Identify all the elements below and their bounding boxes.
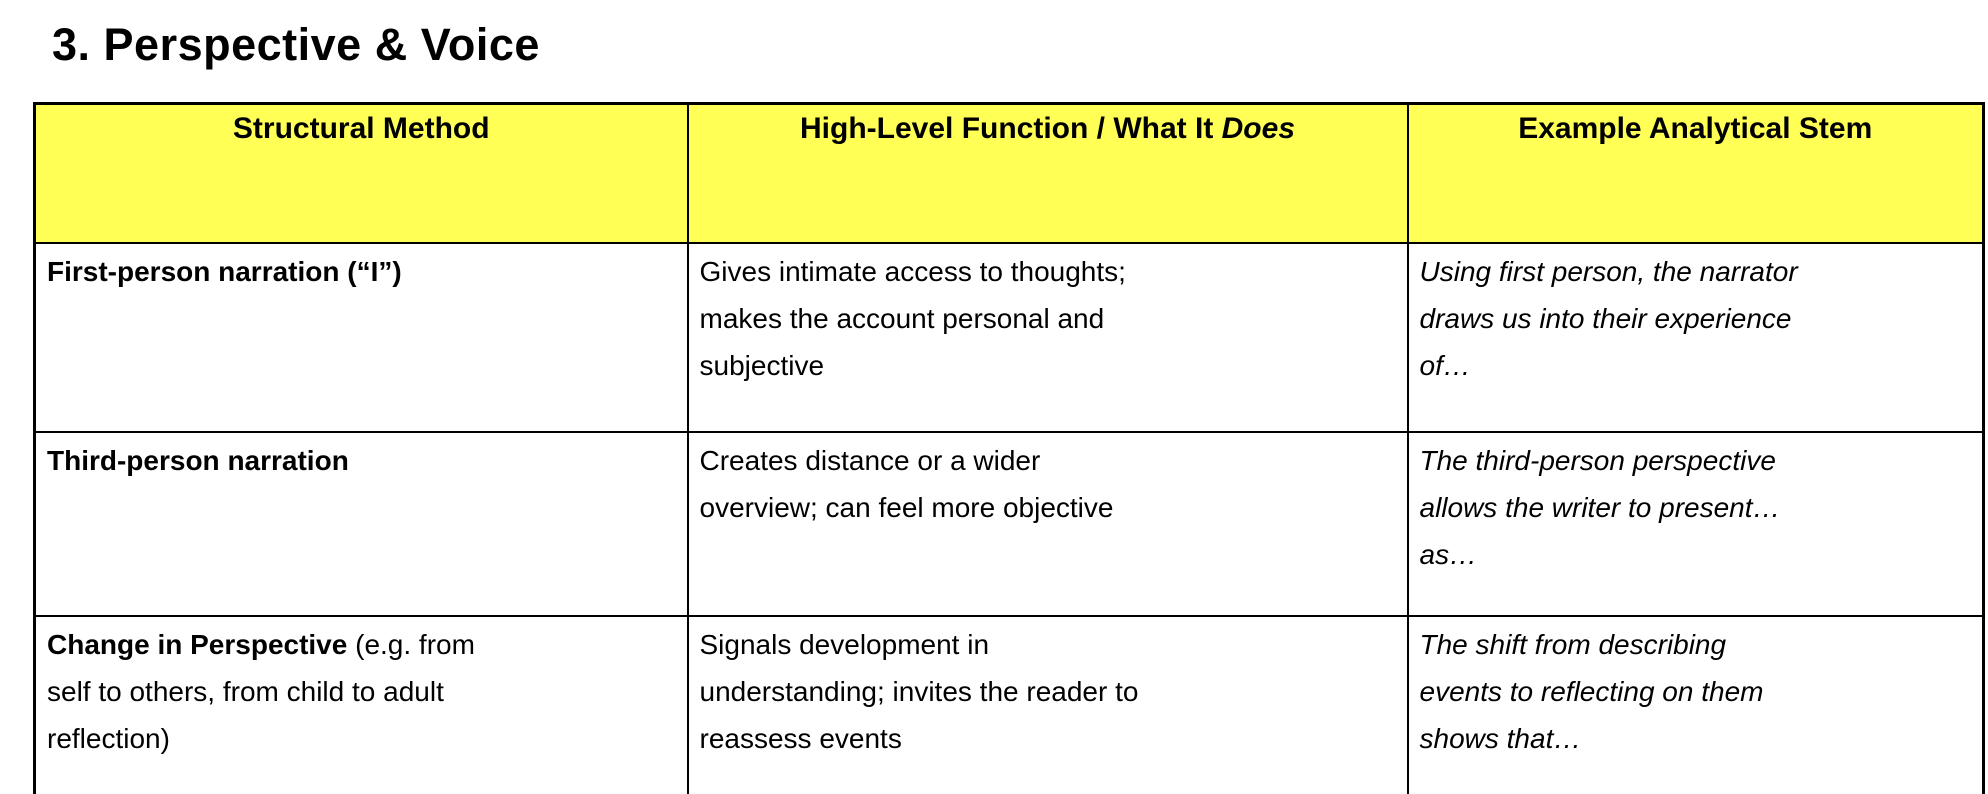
method-name: Change in Perspective (47, 628, 348, 660)
stem-text: The shift from describing events to refl… (1419, 628, 1764, 754)
header-label: Structural Method (232, 112, 490, 145)
header-example-analytical-stem: Example Analytical Stem (1406, 102, 1985, 244)
cell-function: Signals development in understanding; in… (686, 614, 1409, 794)
header-high-level-function: High-Level Function / What It Does (686, 102, 1409, 244)
function-text: Gives intimate access to thoughts; makes… (699, 255, 1126, 381)
cell-method: Third-person narration (33, 430, 689, 617)
perspective-voice-table: Structural Method High-Level Function / … (33, 102, 1985, 794)
header-label: High-Level Function / What It (800, 112, 1222, 145)
table-header-row: Structural Method High-Level Function / … (33, 102, 1985, 244)
stem-text: Using first person, the narrator draws u… (1419, 255, 1798, 381)
function-text: Creates distance or a wider overview; ca… (699, 444, 1114, 523)
header-label-italic: Does (1221, 112, 1295, 145)
document-page: 3. Perspective & Voice Structural Method… (0, 19, 1988, 794)
cell-function: Gives intimate access to thoughts; makes… (686, 241, 1409, 433)
page-title: 3. Perspective & Voice (52, 19, 540, 70)
method-detail: (e.g. from self to others, from child to… (47, 628, 475, 754)
cell-analytical-stem: The shift from describing events to refl… (1406, 614, 1985, 794)
cell-analytical-stem: Using first person, the narrator draws u… (1406, 241, 1985, 433)
header-label: Example Analytical Stem (1518, 112, 1873, 145)
header-structural-method: Structural Method (33, 102, 689, 244)
cell-method: First-person narration (“I”) (33, 241, 689, 433)
cell-method: Change in Perspective (e.g. from self to… (33, 614, 689, 794)
table-row-third-person: Third-person narration Creates distance … (33, 430, 1985, 617)
cell-function: Creates distance or a wider overview; ca… (686, 430, 1409, 617)
function-text: Signals development in understanding; in… (699, 628, 1139, 754)
method-name: First-person narration (“I”) (47, 255, 402, 287)
method-name: Third-person narration (47, 444, 349, 476)
stem-text: The third-person perspective allows the … (1419, 444, 1781, 570)
table-row-first-person: First-person narration (“I”) Gives intim… (33, 241, 1985, 433)
cell-analytical-stem: The third-person perspective allows the … (1406, 430, 1985, 617)
table-row-change-in-perspective: Change in Perspective (e.g. from self to… (33, 614, 1985, 794)
